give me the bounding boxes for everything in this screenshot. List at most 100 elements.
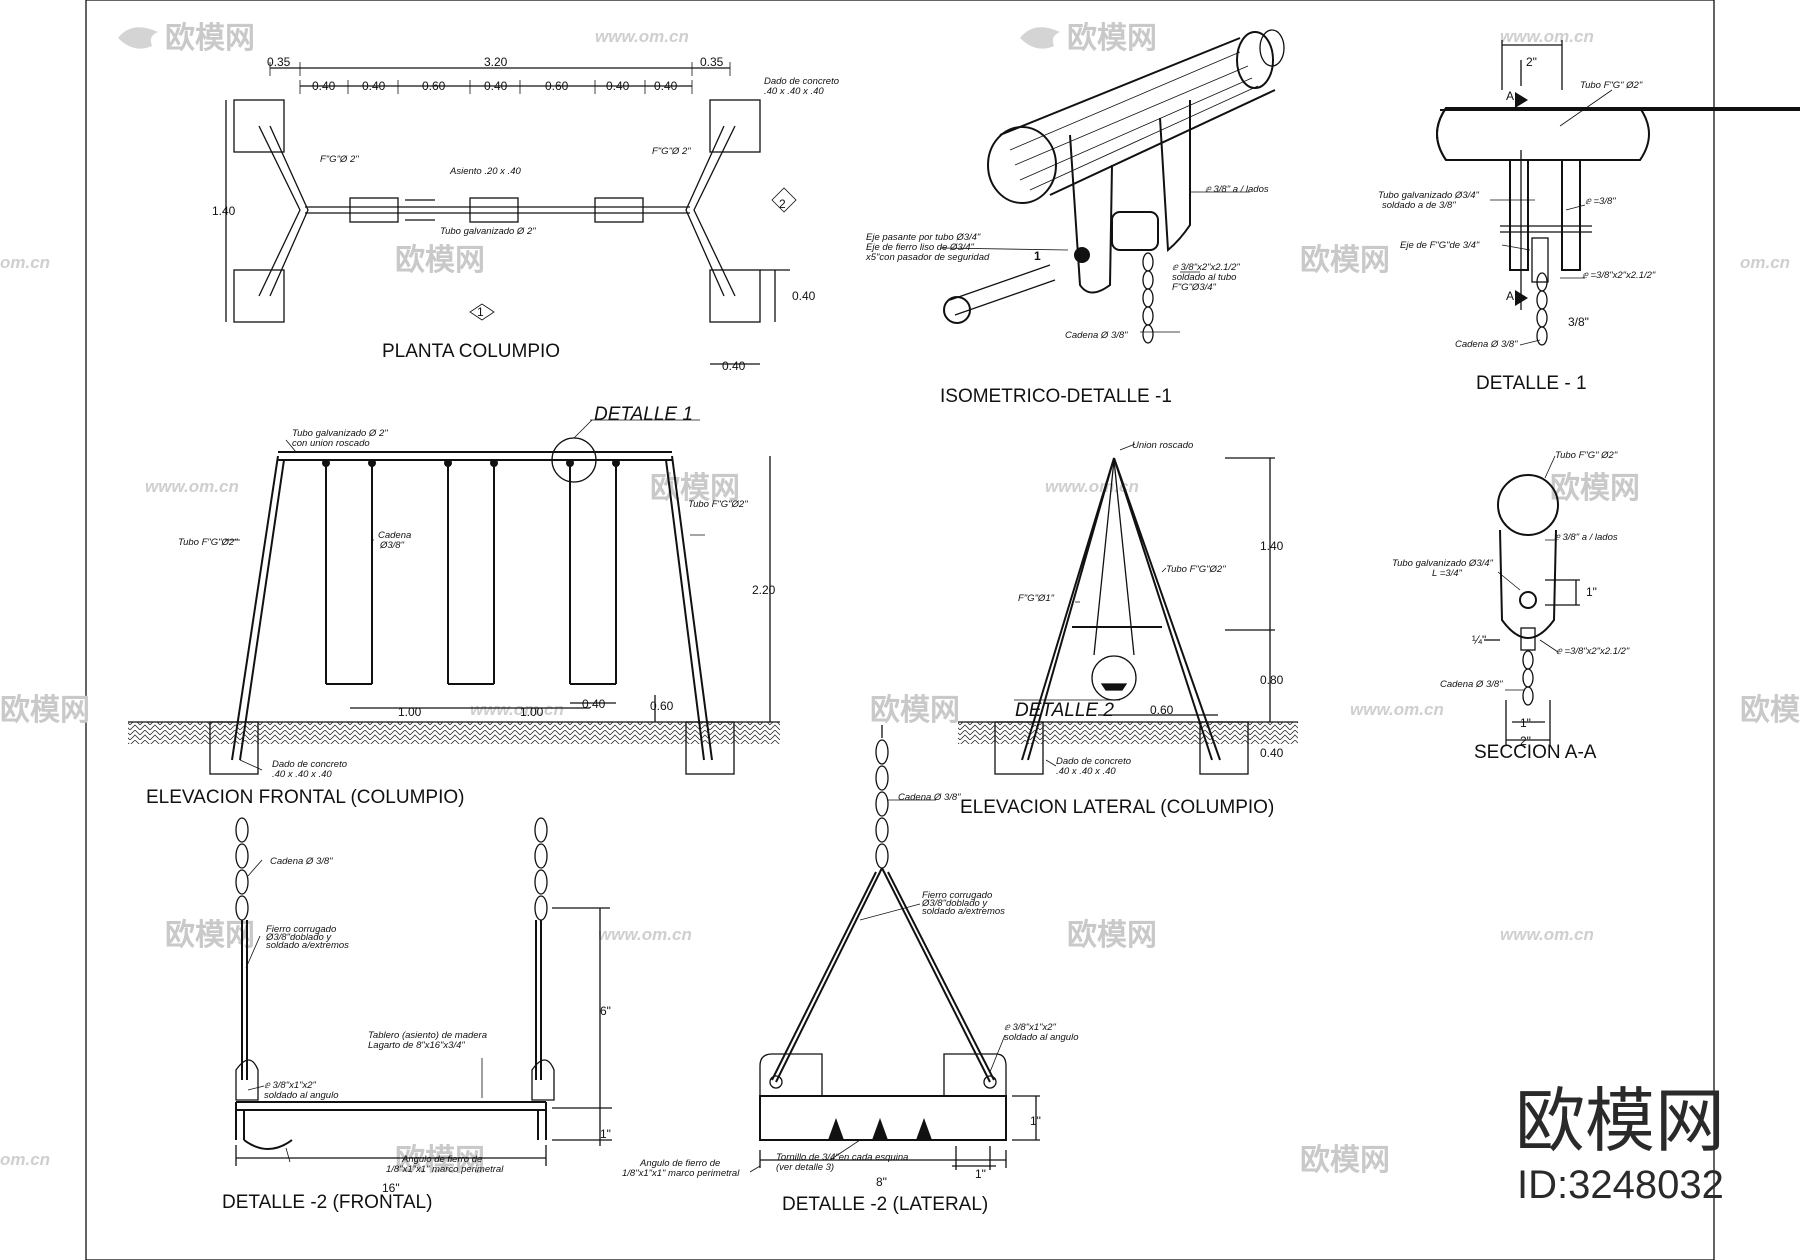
planta-dim-top: 0.35	[700, 55, 724, 69]
seccion-note: Cadena Ø 3/8"	[1440, 679, 1503, 690]
watermark-url: www.om.cn	[1045, 477, 1139, 496]
iso-note: soldado al tubo	[1172, 272, 1236, 283]
seccion-dim: 2"	[1520, 734, 1531, 748]
sheet-border	[85, 0, 1715, 1260]
lateral-dim: 0.80	[1260, 673, 1284, 687]
seccion-chain-icon	[1522, 650, 1534, 706]
lateral-note: Dado de concreto	[1056, 756, 1131, 767]
watermark-brand: 欧模网	[1300, 244, 1390, 277]
iso-bolt-head-icon	[943, 296, 971, 324]
planta-marker: 2	[779, 197, 786, 211]
frontal-note: Cadena	[378, 530, 411, 541]
d2l-note: Fierro corrugado	[922, 890, 992, 901]
d1-section-mark: A	[1506, 289, 1514, 303]
planta-dim-right: 0.40	[792, 289, 816, 303]
d2l-note: ⅇ 3/8"x1"x2"	[1004, 1022, 1057, 1033]
iso-note: x5"con pasador de seguridad	[865, 252, 990, 263]
frontal-title: ELEVACION FRONTAL (COLUMPIO)	[146, 787, 464, 808]
watermark-brand: 欧模网	[1550, 472, 1640, 505]
detalle-2-frontal: Cadena Ø 3/8" Fierro corrugado Ø3/8"dobl…	[222, 817, 612, 1213]
iso-chain-icon	[1142, 252, 1154, 344]
planta-dim-sub: 0.40	[484, 79, 508, 93]
d1-note: ⅇ =3/8"x2"x2.1/2"	[1582, 270, 1656, 281]
planta-dim-sub: 0.40	[312, 79, 336, 93]
planta-note-tubo: Tubo galvanizado Ø 2"	[440, 226, 536, 237]
seccion-note: L =3/4"	[1432, 568, 1463, 579]
isometrico-detalle-1: 1 ⅇ 3/8" a / lados Eje pasante por tubo …	[865, 29, 1285, 407]
frontal-swings	[325, 462, 617, 685]
watermark-brand: 欧模网	[1067, 22, 1157, 55]
planta-dim-sub: 0.40	[362, 79, 386, 93]
watermark-brand: 欧模网	[1300, 1144, 1390, 1177]
seccion-note: ⅇ =3/8"x2"x2.1/2"	[1556, 646, 1630, 657]
d1-chain-icon	[1536, 272, 1548, 346]
iso-note: Eje de fierro liso de Ø3/4"	[866, 242, 975, 253]
seccion-dim: 1"	[1520, 716, 1531, 730]
watermark-url: www.om.cn	[1500, 27, 1594, 46]
brand-logo-text: 欧模网	[1515, 1082, 1725, 1160]
seccion-note: Tubo F"G" Ø2"	[1555, 450, 1618, 461]
detalle-1: 2" A A Tubo F"G" Ø2" Tubo galvanizado Ø3…	[1378, 40, 1800, 394]
d1-dim-top: 2"	[1526, 55, 1537, 69]
frontal-note: .40 x .40 x .40	[272, 769, 332, 780]
d2l-note: soldado a/extremos	[922, 906, 1005, 917]
watermark-url: om.cn	[0, 1150, 50, 1169]
watermark-brand: 欧模网	[395, 244, 485, 277]
d2f-dim: 1"	[600, 1127, 611, 1141]
watermark-brand: 欧模网	[1067, 919, 1157, 952]
planta-dim-sub: 0.40	[654, 79, 678, 93]
planta-note-asiento: Asiento .20 x .40	[449, 166, 521, 177]
watermark-url: www.om.cn	[1350, 700, 1444, 719]
d2l-note: (ver detalle 3)	[776, 1162, 834, 1173]
frontal-detail-label: DETALLE 1	[594, 404, 693, 425]
elevacion-lateral: Union roscado Tubo F"G"Ø2" F"G"Ø1" DETAL…	[958, 440, 1298, 818]
lateral-detail-label: DETALLE 2	[1015, 700, 1114, 721]
watermark-url: www.om.cn	[595, 27, 689, 46]
iso-marker: 1	[1034, 249, 1041, 263]
iso-note: F"G"Ø3/4"	[1172, 282, 1217, 293]
watermark-url: om.cn	[1740, 253, 1790, 272]
watermark-url: om.cn	[0, 253, 50, 272]
frontal-note: Tubo galvanizado Ø 2"	[292, 428, 388, 439]
brand-id: ID:3248032	[1517, 1163, 1724, 1207]
d2l-title: DETALLE -2 (LATERAL)	[782, 1194, 988, 1215]
frontal-note: Ø3/8"	[379, 540, 405, 551]
d2l-dim: 1"	[1030, 1114, 1041, 1128]
detalle-2-lateral: Cadena Ø 3/8" Fierro corrugado Ø3/8"dobl…	[622, 725, 1078, 1215]
lateral-dim: 0.60	[1150, 703, 1174, 717]
watermark-brand: 欧模网	[165, 919, 255, 952]
d2f-note: soldado al angulo	[264, 1090, 338, 1101]
watermark-url: www.om.cn	[470, 700, 564, 719]
d1-note: Eje de F"G"de 3/4"	[1400, 240, 1480, 251]
iso-bolt-icon	[1074, 247, 1090, 263]
elevacion-frontal: Tubo galvanizado Ø 2" con union roscado …	[128, 404, 780, 808]
seccion-note: Tubo galvanizado Ø3/4"	[1392, 558, 1494, 569]
planta-dim-sub: 0.60	[422, 79, 446, 93]
seccion-dim: 1"	[1586, 585, 1597, 599]
watermark-layer: 欧模网 www.om.cn 欧模网 www.om.cn om.cn 欧模网 欧模…	[0, 22, 1800, 1177]
planta-dim-sub: 0.60	[545, 79, 569, 93]
iso-pipe	[987, 29, 1285, 204]
lateral-title: ELEVACION LATERAL (COLUMPIO)	[960, 797, 1274, 818]
d2f-note: Angulo de fierro de	[401, 1154, 482, 1165]
d1-section-mark: A	[1506, 89, 1514, 103]
d2f-note: Fierro corrugado	[266, 924, 336, 935]
watermark-url: www.om.cn	[1500, 925, 1594, 944]
d2f-note: ⅇ 3/8"x1"x2"	[264, 1080, 317, 1091]
planta-title: PLANTA COLUMPIO	[382, 341, 560, 362]
planta-note-dado: Dado de concreto	[764, 76, 839, 87]
d2f-note: Lagarto de 8"x16"x3/4"	[368, 1040, 465, 1051]
d1-note: soldado a de 3/8"	[1382, 200, 1456, 211]
frontal-note: Tubo F"G"Ø2"	[688, 499, 748, 510]
d2l-note: Cadena Ø 3/8"	[898, 792, 961, 803]
frontal-dim: 1.00	[520, 705, 544, 719]
watermark-url: www.om.cn	[598, 925, 692, 944]
d1-frac: 3/8"	[1568, 315, 1589, 329]
frontal-dim: 0.60	[650, 699, 674, 713]
d2l-note: soldado al angulo	[1004, 1032, 1078, 1043]
d2l-dim: 1"	[975, 1167, 986, 1181]
seccion-dim: ¼"	[1472, 633, 1486, 647]
lateral-note: .40 x .40 x .40	[1056, 766, 1116, 777]
watermark-brand: 欧模网	[0, 694, 90, 727]
